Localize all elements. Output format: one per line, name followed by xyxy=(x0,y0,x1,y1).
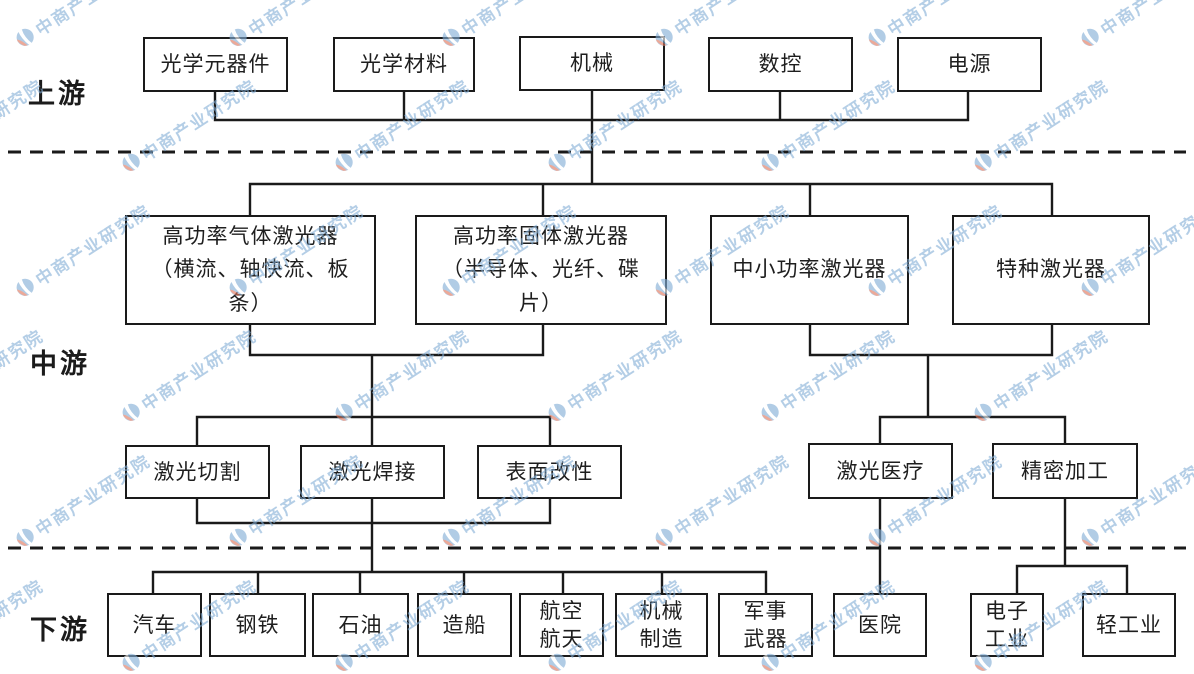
section-label-midstream: 中游 xyxy=(30,349,90,380)
node-machinery: 机械 xyxy=(519,36,665,91)
node-laser-welding: 激光焊接 xyxy=(300,445,445,499)
node-small-medium-power-laser: 中小功率激光器 xyxy=(710,215,909,325)
node-special-laser: 特种激光器 xyxy=(952,215,1150,325)
section-label-upstream: 上游 xyxy=(28,79,88,110)
section-label-downstream: 下游 xyxy=(30,615,90,646)
node-power-supply: 电源 xyxy=(897,37,1042,92)
node-military-weapons: 军事 武器 xyxy=(718,593,813,657)
node-automobile: 汽车 xyxy=(107,593,202,657)
node-high-power-gas-laser: 高功率气体激光器 （横流、轴快流、板 条） xyxy=(125,215,376,325)
node-laser-cutting: 激光切割 xyxy=(125,445,270,499)
node-laser-medical: 激光医疗 xyxy=(808,443,953,499)
node-precision-machining: 精密加工 xyxy=(992,443,1138,499)
node-electronics-industry: 电子 工业 xyxy=(970,593,1044,657)
node-high-power-solid-laser: 高功率固体激光器 （半导体、光纤、碟 片） xyxy=(415,215,667,325)
node-hospital: 医院 xyxy=(833,593,927,657)
node-petroleum: 石油 xyxy=(312,593,409,657)
node-machinery-manufacturing: 机械 制造 xyxy=(615,593,708,657)
node-cnc: 数控 xyxy=(708,37,853,92)
node-surface-modification: 表面改性 xyxy=(477,445,622,499)
node-optical-materials: 光学材料 xyxy=(333,37,475,92)
node-aerospace: 航空 航天 xyxy=(519,593,604,657)
node-light-industry: 轻工业 xyxy=(1082,593,1176,657)
node-optical-components: 光学元器件 xyxy=(143,37,288,92)
node-steel: 钢铁 xyxy=(209,593,306,657)
node-shipbuilding: 造船 xyxy=(417,593,512,657)
tree-connectors xyxy=(151,89,1129,595)
